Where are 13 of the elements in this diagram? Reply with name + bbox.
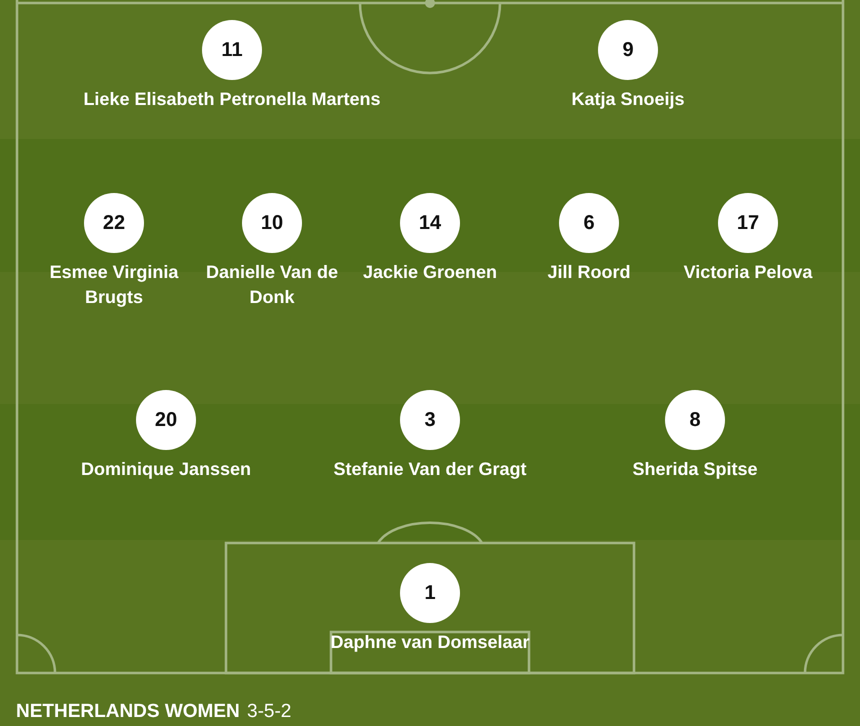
player-name: Jill Roord	[547, 261, 630, 284]
formation-label: 3-5-2	[247, 700, 292, 724]
player-name: Sherida Spitse	[632, 458, 758, 481]
team-name: NETHERLANDS WOMEN	[16, 700, 240, 724]
player-name: Stefanie Van der Gragt	[333, 458, 527, 481]
player-name: Victoria Pelova	[684, 261, 812, 284]
player-name: Dominique Janssen	[80, 458, 252, 481]
player-name: Daphne van Domselaar	[330, 631, 530, 654]
player-name: Katja Snoeijs	[571, 88, 685, 111]
player-name: Lieke Elisabeth Petronella Martens	[83, 88, 381, 111]
player-name: Esmee Virginia Brugts	[48, 261, 180, 309]
player-name: Danielle Van de Donk	[204, 261, 340, 309]
player-name: Jackie Groenen	[362, 261, 498, 284]
